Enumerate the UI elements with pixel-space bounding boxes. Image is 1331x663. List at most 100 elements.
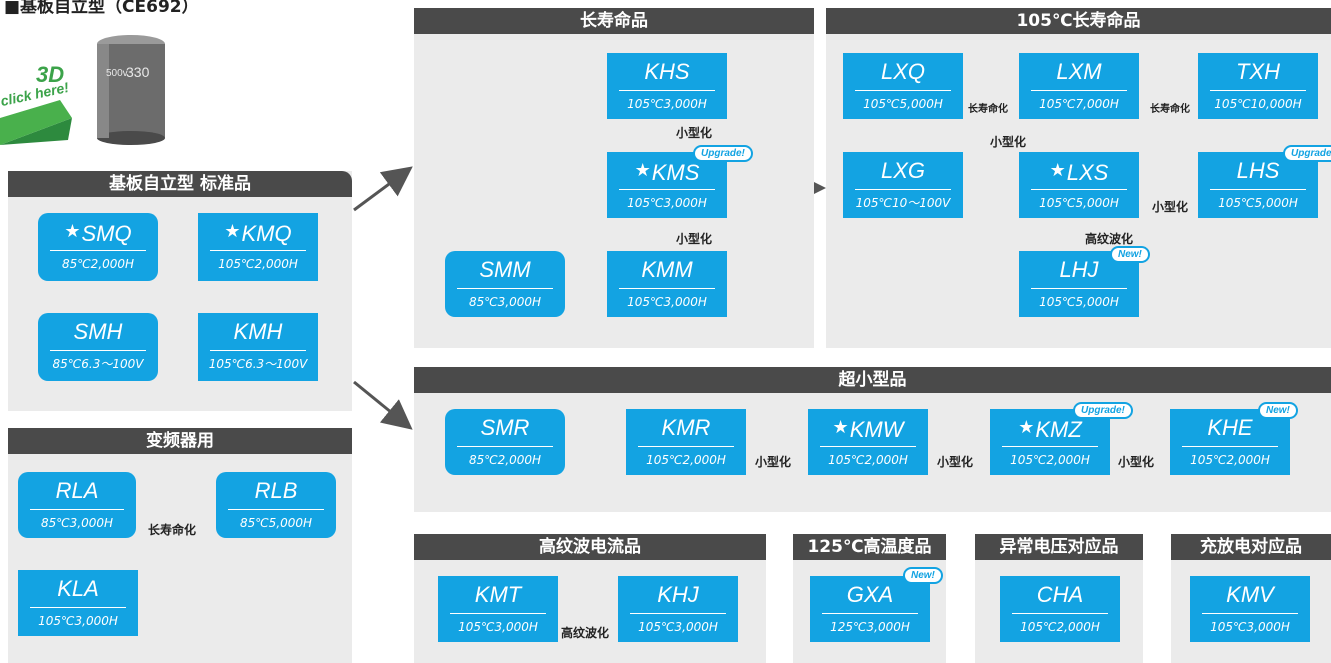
product-spec: 85℃3,000H xyxy=(468,295,542,309)
product-spec: 105℃6.3～100V xyxy=(208,357,308,371)
product-cha[interactable]: CHA 105℃2,000H xyxy=(1000,576,1120,642)
panel-high-temp-header: 125℃高温度品 xyxy=(793,534,946,560)
product-name: GXA xyxy=(846,582,894,607)
panel-high-ripple-header: 高纹波电流品 xyxy=(414,534,766,560)
product-lhj[interactable]: LHJ 105℃5,000H xyxy=(1019,251,1139,317)
green-arrow-icon xyxy=(0,100,72,145)
panel-standard-header: 基板自立型 标准品 xyxy=(8,171,352,197)
product-name: KLA xyxy=(57,576,99,601)
product-spec: 105℃5,000H xyxy=(1218,196,1298,210)
relation-label: 小型化 xyxy=(1152,200,1189,214)
relation-label: 小型化 xyxy=(937,455,974,469)
relation-label: 长寿命化 xyxy=(968,104,1008,115)
upgrade-badge: Upgrade! xyxy=(1073,402,1133,419)
product-smh[interactable]: SMH 85℃6.3～100V xyxy=(38,313,158,381)
product-name: KMZ xyxy=(1035,417,1082,442)
product-khs[interactable]: KHS 105℃3,000H xyxy=(607,53,727,119)
product-name: KMT xyxy=(474,582,522,607)
panel-abnormal-voltage-header: 异常电压对应品 xyxy=(975,534,1143,560)
star-icon: ★ xyxy=(1018,417,1035,438)
product-name: LXS xyxy=(1066,160,1109,185)
product-kms[interactable]: ★KMS 105℃3,000H xyxy=(607,152,727,218)
product-spec: 105℃10,000H xyxy=(1214,97,1302,111)
relation-label: 小型化 xyxy=(990,135,1027,149)
product-lhs[interactable]: LHS 105℃5,000H xyxy=(1198,152,1318,218)
product-name: RLB xyxy=(254,478,298,503)
panel-charge-discharge-header: 充放电对应品 xyxy=(1171,534,1331,560)
panel-inverter-header: 变频器用 xyxy=(8,428,352,454)
product-name: LXG xyxy=(880,158,926,183)
product-kmt[interactable]: KMT 105℃3,000H xyxy=(438,576,558,642)
3d-click-banner[interactable]: 3D click here! xyxy=(0,60,90,150)
product-khj[interactable]: KHJ 105℃3,000H xyxy=(618,576,738,642)
product-gxa[interactable]: GXA 125℃3,000H xyxy=(810,576,930,642)
product-kmz[interactable]: ★KMZ 105℃2,000H xyxy=(990,409,1110,475)
capacitor-voltage: 500v xyxy=(106,68,128,79)
star-icon: ★ xyxy=(64,221,81,242)
product-spec: 105℃3,000H xyxy=(1210,620,1290,634)
product-lxm[interactable]: LXM 105℃7,000H xyxy=(1019,53,1139,119)
product-rla[interactable]: RLA 85℃3,000H xyxy=(18,472,136,538)
product-name: KMW xyxy=(849,417,904,442)
product-khe[interactable]: KHE 105℃2,000H xyxy=(1170,409,1290,475)
product-spec: 105℃10～100V xyxy=(855,196,951,210)
product-spec: 105℃2,000H xyxy=(1010,453,1090,467)
product-name: RLA xyxy=(55,478,99,503)
product-name: SMQ xyxy=(81,221,132,246)
product-name: SMR xyxy=(480,415,530,440)
upgrade-badge: Upgrade! xyxy=(1283,145,1331,162)
star-icon: ★ xyxy=(224,221,241,242)
product-name: LXM xyxy=(1056,59,1102,84)
product-kmw[interactable]: ★KMW 105℃2,000H xyxy=(808,409,928,475)
relation-label: 长寿命化 xyxy=(148,523,197,537)
product-name: KMR xyxy=(661,415,711,440)
relation-label: 高纹波化 xyxy=(1085,232,1134,246)
product-lxs[interactable]: ★LXS 105℃5,000H xyxy=(1019,152,1139,218)
product-spec: 85℃3,000H xyxy=(40,516,114,530)
relation-label: 小型化 xyxy=(676,126,713,140)
product-kla[interactable]: KLA 105℃3,000H xyxy=(18,570,138,636)
product-name: KMS xyxy=(651,160,700,185)
product-lxq[interactable]: LXQ 105℃5,000H xyxy=(843,53,963,119)
product-kmv[interactable]: KMV 105℃3,000H xyxy=(1190,576,1310,642)
relation-label: 长寿命化 xyxy=(1150,104,1190,115)
product-spec: 105℃2,000H xyxy=(218,257,298,271)
relation-label: 小型化 xyxy=(1118,455,1155,469)
product-name: CHA xyxy=(1036,582,1084,607)
relation-label: 小型化 xyxy=(755,455,792,469)
product-name: KMH xyxy=(233,319,283,344)
product-spec: 125℃3,000H xyxy=(830,620,910,634)
star-icon: ★ xyxy=(832,417,849,438)
product-kmr[interactable]: KMR 105℃2,000H xyxy=(626,409,746,475)
product-kmq[interactable]: ★KMQ 105℃2,000H xyxy=(198,213,318,281)
product-spec: 105℃5,000H xyxy=(863,97,943,111)
product-name: KMV xyxy=(1226,582,1274,607)
new-badge: New! xyxy=(1258,402,1298,419)
product-spec: 105℃3,000H xyxy=(638,620,718,634)
capacitor-capacitance: 330 xyxy=(126,64,150,80)
product-name: LHJ xyxy=(1059,257,1099,282)
product-smq[interactable]: ★SMQ 85℃2,000H xyxy=(38,213,158,281)
product-kmm[interactable]: KMM 105℃3,000H xyxy=(607,251,727,317)
product-rlb[interactable]: RLB 85℃5,000H xyxy=(216,472,336,538)
product-spec: 105℃2,000H xyxy=(646,453,726,467)
product-name: LXQ xyxy=(880,59,926,84)
product-spec: 105℃3,000H xyxy=(627,295,707,309)
product-smm[interactable]: SMM 85℃3,000H xyxy=(445,251,565,317)
product-lxg[interactable]: LXG 105℃10～100V xyxy=(843,152,963,218)
product-spec: 105℃5,000H xyxy=(1039,295,1119,309)
product-kmh[interactable]: KMH 105℃6.3～100V xyxy=(198,313,318,381)
product-smr[interactable]: SMR 85℃2,000H xyxy=(445,409,565,475)
product-spec: 105℃7,000H xyxy=(1039,97,1119,111)
product-spec: 85℃2,000H xyxy=(61,257,135,271)
product-txh[interactable]: TXH 105℃10,000H xyxy=(1198,53,1318,119)
relation-label: 高纹波化 xyxy=(561,626,610,640)
page-title: ■基板自立型（CE692） xyxy=(4,0,199,17)
product-spec: 85℃5,000H xyxy=(239,516,313,530)
product-spec: 105℃3,000H xyxy=(627,196,707,210)
product-spec: 105℃3,000H xyxy=(38,614,118,628)
new-badge: New! xyxy=(1110,246,1150,263)
star-icon: ★ xyxy=(634,160,651,181)
product-spec: 105℃5,000H xyxy=(1039,196,1119,210)
product-name: KHE xyxy=(1207,415,1253,440)
